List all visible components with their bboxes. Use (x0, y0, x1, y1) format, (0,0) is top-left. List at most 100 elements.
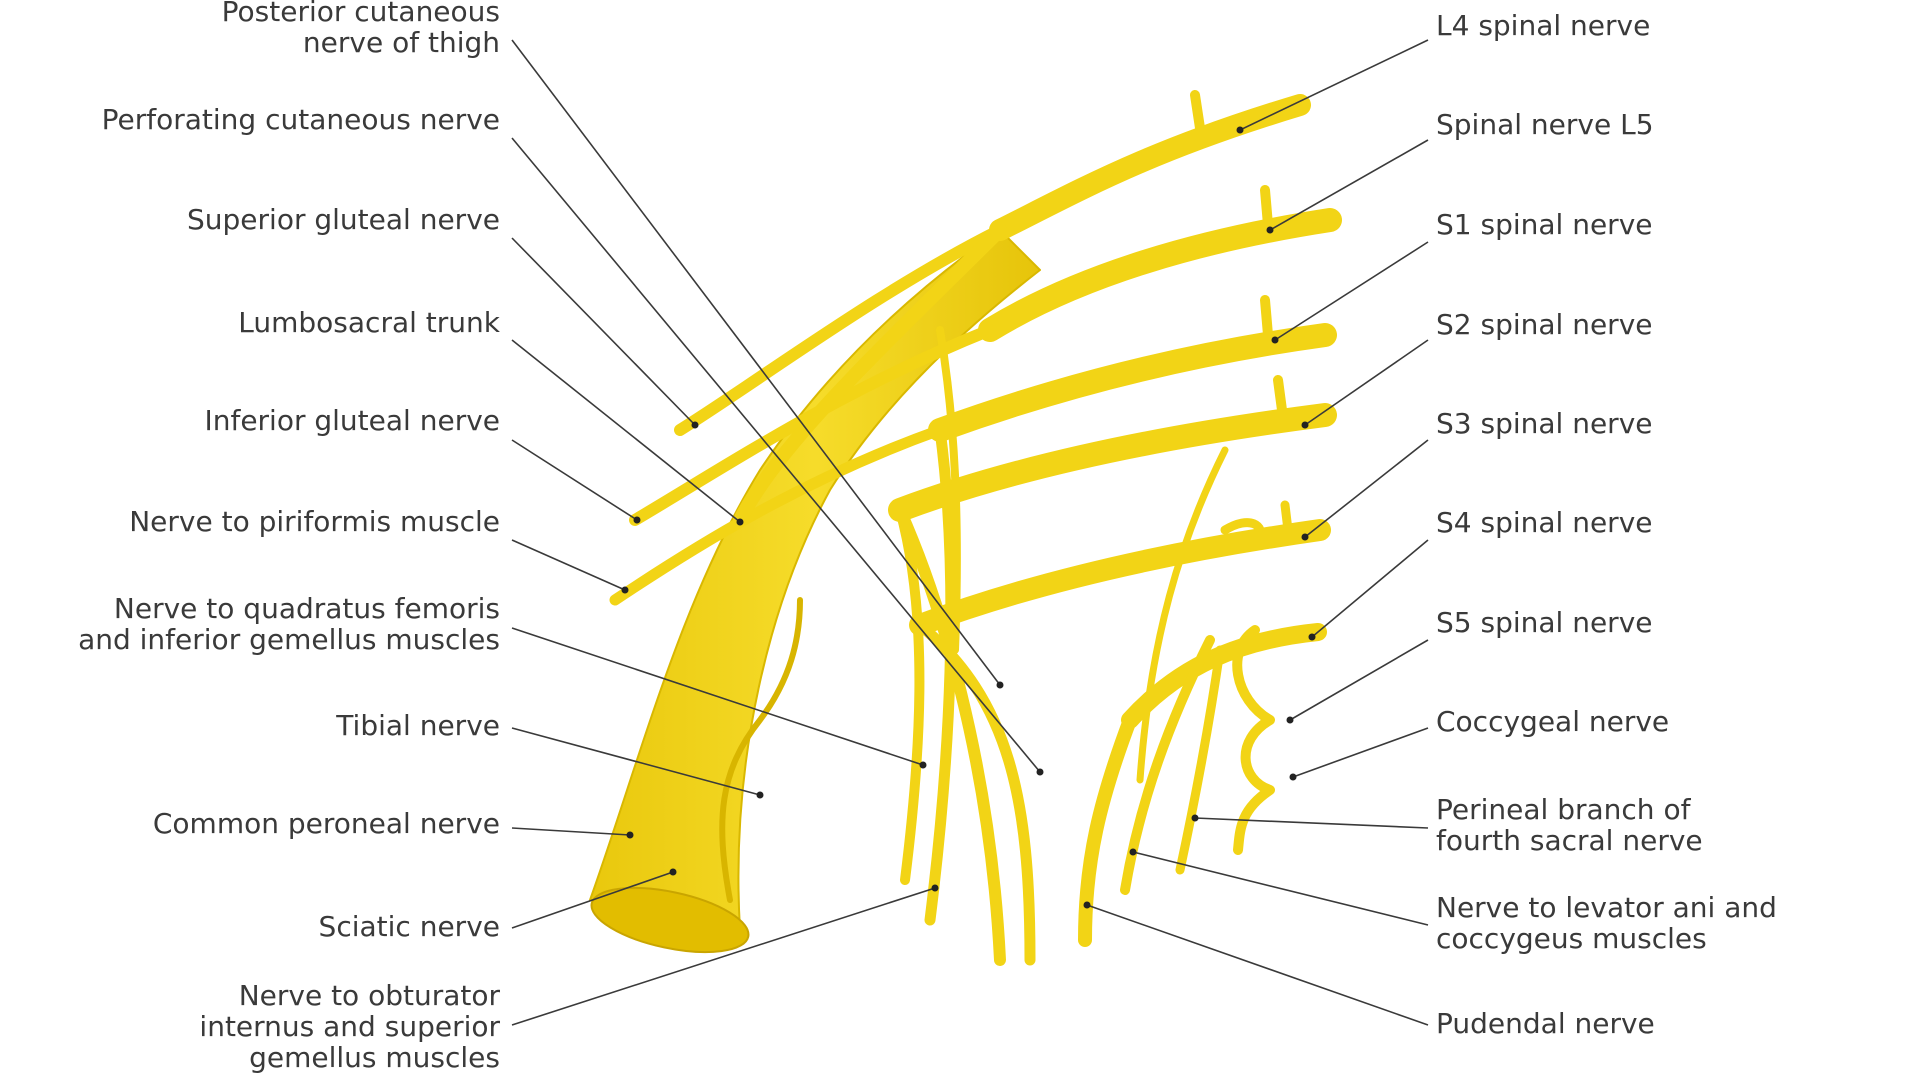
s1-root (928, 323, 1337, 442)
leader-line-quadratus-femoris (511, 627, 924, 766)
label-text: coccygeus muscles (1436, 922, 1707, 955)
leader-line-obturator-internus (511, 887, 936, 1026)
pudendal-branch (1078, 713, 1137, 947)
label-nerve-to-levator-ani: Nerve to levator ani and coccygeus muscl… (1436, 892, 1777, 954)
s2-stub (1273, 375, 1287, 415)
label-text: Perineal branch of (1436, 793, 1691, 826)
leader-line-s3 (1304, 439, 1429, 538)
label-text: Posterior cutaneous (221, 0, 500, 28)
leader-line-s1 (1274, 241, 1429, 341)
label-text: Perforating cutaneous nerve (101, 103, 500, 136)
label-text: fourth sacral nerve (1436, 824, 1703, 857)
leader-dot-inferior-gluteal (633, 516, 641, 524)
label-text: Nerve to quadratus femoris (113, 592, 500, 625)
leader-lines (511, 39, 1429, 1026)
label-text: Tibial nerve (336, 709, 500, 742)
label-nerve-to-piriformis: Nerve to piriformis muscle (0, 506, 500, 537)
label-text: Nerve to levator ani and (1436, 891, 1777, 924)
label-perineal-branch: Perineal branch of fourth sacral nerve (1436, 794, 1703, 856)
leader-line-coccygeal (1292, 727, 1429, 778)
leader-line-l4 (1239, 39, 1429, 131)
tibial-peroneal-split (719, 597, 803, 903)
label-text: Inferior gluteal nerve (204, 404, 500, 437)
posterior-cutaneous-branch (894, 504, 1006, 966)
label-text: Nerve to obturator (238, 979, 500, 1012)
leader-line-sciatic (511, 871, 674, 929)
leader-line-inferior-gluteal (511, 439, 638, 521)
label-text: Spinal nerve L5 (1436, 108, 1654, 141)
leader-dot-s2 (1301, 421, 1309, 429)
l4-root (989, 94, 1311, 241)
s4-curl (1220, 518, 1266, 545)
leader-line-lumbosacral-trunk (511, 339, 741, 523)
nerve-drawing (589, 90, 1342, 966)
levator-ani-branch (1120, 635, 1215, 895)
label-posterior-cutaneous-nerve: Posterior cutaneous nerve of thigh (0, 0, 500, 58)
leader-line-s2 (1304, 339, 1429, 426)
label-text: S2 spinal nerve (1436, 308, 1653, 341)
label-text: Pudendal nerve (1436, 1007, 1655, 1040)
label-text: Nerve to piriformis muscle (129, 505, 500, 538)
label-text: S5 spinal nerve (1436, 606, 1653, 639)
label-perforating-cutaneous-nerve: Perforating cutaneous nerve (0, 104, 500, 135)
label-text: Lumbosacral trunk (238, 306, 500, 339)
leader-dot-l5 (1266, 226, 1274, 234)
sciatic-trunk (589, 229, 1041, 931)
leader-line-levator-ani (1132, 851, 1429, 926)
leader-dot-coccygeal (1289, 773, 1297, 781)
label-l4-spinal-nerve: L4 spinal nerve (1436, 10, 1650, 41)
leader-dot-common-peroneal (626, 831, 634, 839)
label-text: S1 spinal nerve (1436, 208, 1653, 241)
label-spinal-nerve-l5: Spinal nerve L5 (1436, 109, 1654, 140)
label-tibial-nerve: Tibial nerve (0, 710, 500, 741)
leader-dot-l4 (1236, 126, 1244, 134)
leader-line-posterior-cutaneous (511, 39, 1001, 686)
label-pudendal-nerve: Pudendal nerve (1436, 1008, 1655, 1039)
label-text: S3 spinal nerve (1436, 407, 1653, 440)
label-superior-gluteal-nerve: Superior gluteal nerve (0, 204, 500, 235)
thin-branch-1 (936, 326, 961, 654)
leader-line-common-peroneal (511, 827, 631, 836)
label-text: Common peroneal nerve (152, 807, 500, 840)
leader-dot-piriformis (621, 586, 629, 594)
leader-dot-levator-ani (1129, 848, 1137, 856)
leader-dot-s1 (1271, 336, 1279, 344)
leader-dot-sciatic (669, 868, 677, 876)
leader-line-tibial (511, 727, 761, 796)
piriformis-branch (609, 424, 946, 606)
leader-line-perineal-branch (1194, 817, 1429, 829)
superior-gluteal-branch (674, 224, 1006, 436)
obturator-branch (924, 424, 957, 926)
leader-line-l5 (1269, 139, 1429, 231)
leader-dot-posterior-cutaneous (996, 681, 1004, 689)
label-text: S4 spinal nerve (1436, 506, 1653, 539)
label-s5-spinal-nerve: S5 spinal nerve (1436, 607, 1653, 638)
leader-dot-tibial (756, 791, 764, 799)
leader-dot-perineal-branch (1191, 814, 1199, 822)
label-s4-spinal-nerve: S4 spinal nerve (1436, 507, 1653, 538)
label-text: and inferior gemellus muscles (78, 623, 500, 656)
leader-dot-s3 (1301, 533, 1309, 541)
label-s2-spinal-nerve: S2 spinal nerve (1436, 309, 1653, 340)
l5-stub (1260, 185, 1273, 230)
perineal-branch (1175, 645, 1225, 875)
leader-dots (621, 126, 1316, 909)
label-text: internus and superior (199, 1010, 500, 1043)
inferior-gluteal-branch (629, 324, 996, 526)
label-text: L4 spinal nerve (1436, 9, 1651, 42)
s3-stub (1280, 500, 1293, 535)
leader-dot-s4 (1308, 633, 1316, 641)
lumbosacral-trunk (733, 223, 1007, 527)
label-text: nerve of thigh (302, 26, 500, 59)
label-text: Coccygeal nerve (1436, 705, 1670, 738)
label-text: gemellus muscles (249, 1041, 500, 1074)
label-nerve-to-quadratus-femoris: Nerve to quadratus femoris and inferior … (0, 593, 500, 655)
label-nerve-to-obturator-internus: Nerve to obturator internus and superior… (0, 980, 500, 1073)
leader-dot-lumbosacral-trunk (736, 518, 744, 526)
l4-stub (1190, 90, 1205, 133)
leader-line-pudendal (1086, 904, 1429, 1026)
label-common-peroneal-nerve: Common peroneal nerve (0, 808, 500, 839)
sciatic-cut-end (590, 886, 750, 954)
leader-line-perforating-cutaneous (511, 137, 1041, 773)
